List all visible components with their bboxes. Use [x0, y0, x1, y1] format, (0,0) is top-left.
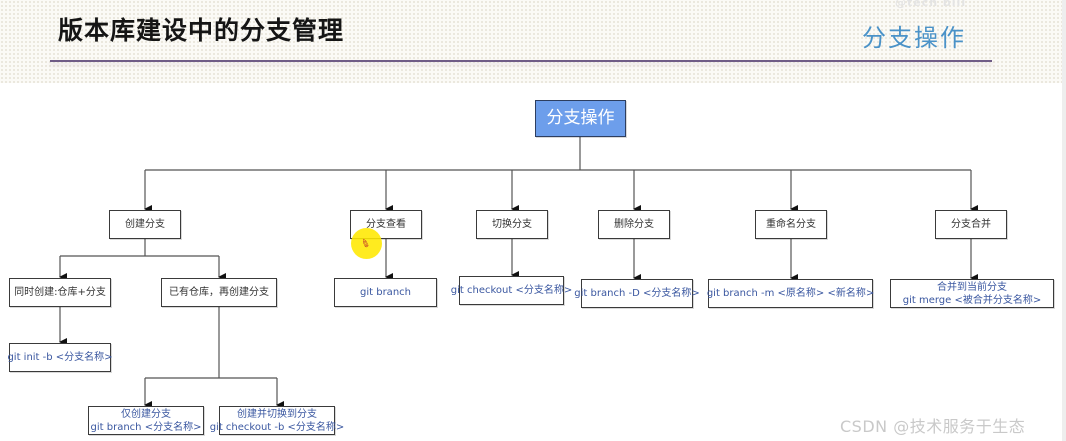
command-delete: git branch -D <分支名称>: [574, 279, 700, 308]
category-label: 分支查看: [366, 219, 406, 230]
command-rename: git branch -m <原名称> <新名称>: [706, 279, 875, 308]
command-text: git branch -m <原名称> <新名称>: [706, 288, 875, 299]
page-title: 版本库建设中的分支管理: [58, 16, 345, 45]
root-label: 分支操作: [546, 108, 615, 128]
cursor-highlight: [351, 228, 382, 259]
command-desc: 合并到当前分支: [937, 281, 1007, 293]
header-band: [0, 0, 1066, 83]
command-text: git init -b <分支名称>: [7, 352, 113, 363]
category-merge: 分支合并: [935, 210, 1007, 239]
command-text: git branch -D <分支名称>: [574, 288, 700, 299]
csdn-watermark: CSDN @技术服务于生态: [840, 417, 1026, 436]
command-create-switch: 创建并切换到分支 git checkout -b <分支名称>: [210, 406, 344, 435]
subcase-existing-repo: 已有仓库，再创建分支: [161, 278, 277, 307]
category-label: 分支合并: [951, 219, 991, 230]
command-view: git branch: [334, 278, 437, 307]
command-create-only: 仅创建分支 git branch <分支名称>: [88, 406, 204, 435]
command-text: git branch: [360, 287, 411, 298]
command-text: git checkout -b <分支名称>: [209, 421, 345, 433]
section-title: 分支操作: [862, 24, 966, 52]
category-view: 分支查看: [350, 210, 422, 239]
command-init: git init -b <分支名称>: [7, 343, 113, 372]
command-merge: 合并到当前分支 git merge <被合并分支名称>: [890, 279, 1054, 308]
top-watermark: @tech bili: [895, 0, 967, 9]
command-text: git checkout <分支名称>: [450, 285, 573, 296]
command-text: git merge <被合并分支名称>: [902, 294, 1042, 306]
category-label: 创建分支: [125, 219, 165, 230]
subcase-label: 同时创建:仓库+分支: [14, 287, 106, 298]
subcase-with-repo: 同时创建:仓库+分支: [9, 278, 111, 307]
command-desc: 创建并切换到分支: [237, 408, 317, 420]
category-delete: 删除分支: [598, 210, 670, 239]
command-switch: git checkout <分支名称>: [451, 276, 572, 305]
category-create: 创建分支: [109, 210, 181, 239]
title-divider: [50, 60, 992, 62]
root-node: 分支操作: [535, 100, 626, 137]
command-text: git branch <分支名称>: [90, 421, 202, 433]
category-label: 删除分支: [614, 219, 654, 230]
right-edge-strip: [1062, 0, 1066, 441]
category-rename: 重命名分支: [755, 210, 827, 239]
category-switch: 切换分支: [476, 210, 548, 239]
command-desc: 仅创建分支: [121, 408, 171, 420]
subcase-label: 已有仓库，再创建分支: [169, 287, 269, 298]
category-label: 重命名分支: [766, 219, 816, 230]
category-label: 切换分支: [492, 219, 532, 230]
